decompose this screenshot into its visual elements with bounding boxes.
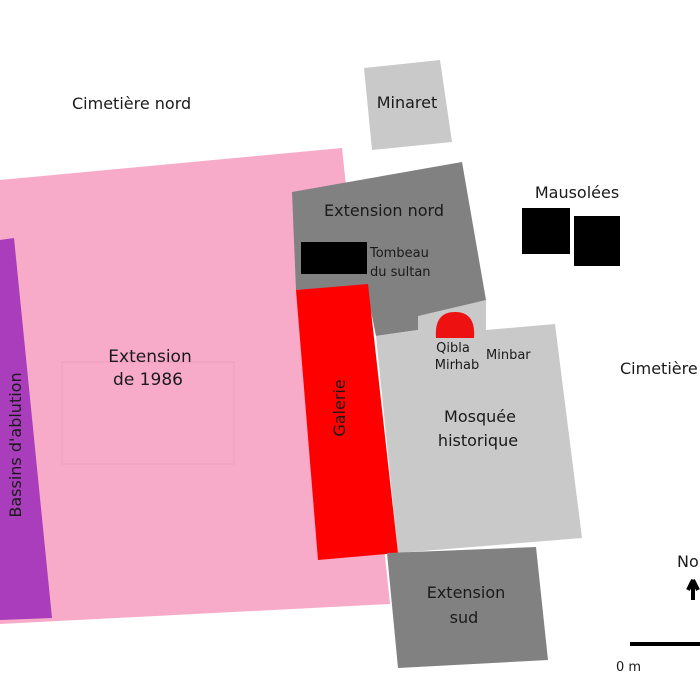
label-galerie: Galerie [330, 379, 349, 436]
extension-nord-area [292, 162, 486, 336]
label-tombeau-line1: Tombeau [369, 246, 429, 261]
tombeau-du-sultan-block [301, 242, 367, 274]
galerie-area [296, 284, 398, 560]
mausolee-block-right [574, 216, 620, 266]
label-mirhab: Mirhab [435, 358, 479, 373]
label-cimetiere-nord: Cimetière nord [72, 94, 191, 113]
mausolee-block-left [522, 208, 570, 254]
label-minaret: Minaret [377, 93, 438, 112]
label-tombeau-line2: du sultan [370, 265, 431, 280]
label-scale-zero: 0 m [616, 660, 641, 675]
label-mosquee-line2: historique [438, 431, 518, 450]
label-mausolees: Mausolées [535, 183, 619, 202]
mosquee-historique-area [376, 300, 582, 553]
extension-1986-inner-outline [61, 361, 235, 465]
label-minbar: Minbar [486, 348, 531, 363]
label-mosquee-line1: Mosquée [444, 407, 516, 426]
label-extension-sud-line1: Extension [427, 583, 506, 602]
label-bassins-ablution: Bassins d'ablution [6, 372, 25, 517]
label-extension-sud-line2: sud [450, 608, 479, 627]
north-arrow-icon [686, 579, 700, 600]
minaret-area [364, 60, 452, 150]
label-cimetiere-est: Cimetière [620, 359, 698, 378]
bassins-ablution-area [0, 238, 52, 620]
label-extension-1986-line1: Extension [108, 347, 191, 367]
extension-1986-area [0, 148, 390, 624]
label-extension-nord: Extension nord [324, 201, 444, 220]
label-north: No [677, 552, 699, 571]
extension-sud-area [387, 547, 548, 668]
label-qibla: Qibla [436, 341, 470, 356]
label-extension-1986-line2: de 1986 [113, 370, 183, 390]
mirhab-half-dome [435, 312, 475, 338]
